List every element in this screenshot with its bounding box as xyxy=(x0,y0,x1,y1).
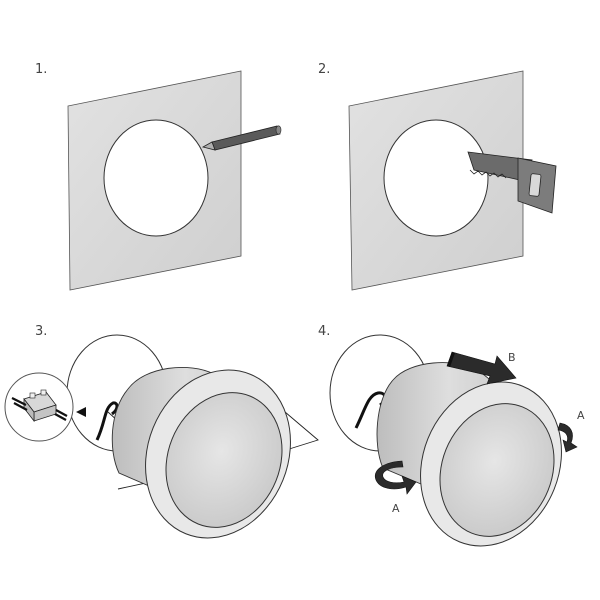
cutout-hole xyxy=(383,119,489,237)
step-1-number: 1. xyxy=(35,62,47,77)
arrow-b-label: B xyxy=(508,351,516,364)
power-cable xyxy=(95,401,119,441)
downlight-lens xyxy=(165,392,283,528)
saw-icon xyxy=(467,151,557,214)
step-1: 1. xyxy=(35,62,282,291)
callout-pointer xyxy=(76,407,86,417)
arrow-a-left-label: A xyxy=(392,502,400,515)
push-arrow-icon xyxy=(446,351,517,385)
pencil-icon xyxy=(201,125,282,151)
step-3: 3. xyxy=(4,324,319,539)
step-4: 4. B A A xyxy=(318,324,585,547)
rotate-arrow-icon xyxy=(374,460,417,495)
step-2-number: 2. xyxy=(318,62,330,77)
arrow-a-right-label: A xyxy=(577,409,585,422)
rotate-arrow-icon xyxy=(557,422,578,453)
downlight-lens xyxy=(439,403,555,537)
step-3-number: 3. xyxy=(35,324,47,339)
wire-connector-icon xyxy=(4,372,74,442)
step-4-number: 4. xyxy=(318,324,330,339)
step-2: 2. xyxy=(318,62,557,291)
cutout-hole xyxy=(103,119,209,237)
